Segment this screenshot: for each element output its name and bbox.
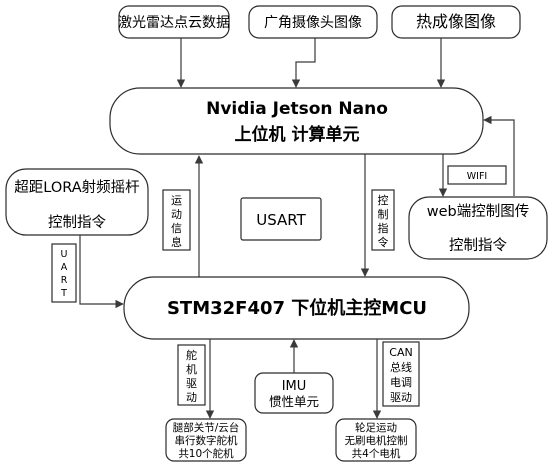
mcu-label: STM32F407 下位机主控MCU bbox=[167, 297, 427, 319]
can-line-2: 总线 bbox=[390, 360, 412, 374]
wheels-line-3: 共4个电机 bbox=[352, 447, 401, 460]
servo-drive-label-box: 舵 机 驱 动 bbox=[177, 344, 206, 406]
control-cmd-char-4: 令 bbox=[378, 235, 389, 249]
lidar-box: 激光雷达点云数据 bbox=[118, 5, 230, 39]
control-cmd-char-1: 控 bbox=[378, 193, 389, 207]
uart-char-4: T bbox=[60, 288, 67, 299]
servo-drive-char-2: 机 bbox=[186, 362, 197, 376]
wifi-label-box: WIFI bbox=[447, 165, 507, 185]
motion-info-char-2: 动 bbox=[171, 208, 182, 221]
jetson-box: Nvidia Jetson Nano 上位机 计算单元 bbox=[109, 87, 484, 155]
motion-info-char-1: 运 bbox=[171, 194, 182, 207]
motion-info-char-4: 息 bbox=[171, 235, 182, 249]
thermal-label: 热成像图像 bbox=[416, 12, 496, 31]
legs-line-3: 共10个舵机 bbox=[178, 447, 234, 460]
arrow-web-to-jetson bbox=[483, 115, 515, 196]
web-control-label: web端控制图传 bbox=[427, 203, 529, 220]
jetson-subtitle: 上位机 计算单元 bbox=[235, 124, 360, 145]
servo-drive-char-1: 舵 bbox=[186, 348, 197, 362]
usart-label: USART bbox=[256, 211, 306, 229]
can-label-box: CAN 总线 电调 驱动 bbox=[382, 341, 420, 407]
servo-drive-char-4: 动 bbox=[186, 391, 197, 404]
wheels-line-2: 无刷电机控制 bbox=[345, 434, 408, 447]
web-control-box: web端控制图传 控制指令 bbox=[408, 196, 548, 260]
can-line-1: CAN bbox=[389, 346, 412, 359]
camera-label: 广角摄像头图像 bbox=[264, 15, 362, 31]
servo-drive-char-3: 驱 bbox=[186, 377, 197, 390]
thermal-box: 热成像图像 bbox=[391, 5, 521, 39]
control-cmd-char-2: 制 bbox=[378, 208, 389, 221]
imu-label: IMU bbox=[282, 379, 307, 394]
mcu-box: STM32F407 下位机主控MCU bbox=[123, 276, 470, 340]
uart-char-2: A bbox=[61, 262, 68, 273]
lora-label: 超距LORA射频摇杆 bbox=[14, 179, 139, 196]
motion-info-label-box: 运 动 信 息 bbox=[162, 189, 191, 251]
usart-box: USART bbox=[240, 197, 322, 241]
wheels-motor-box: 轮足运动 无刷电机控制 共4个电机 bbox=[335, 418, 417, 462]
jetson-title: Nvidia Jetson Nano bbox=[206, 99, 388, 119]
legs-line-2: 串行数字舵机 bbox=[175, 434, 238, 447]
motion-info-char-3: 信 bbox=[171, 222, 182, 235]
can-line-4: 驱动 bbox=[390, 391, 412, 404]
arrow-camera-to-jetson bbox=[291, 38, 316, 88]
arrow-lora-to-mcu bbox=[79, 235, 124, 309]
legs-line-1: 腿部关节/云台 bbox=[173, 421, 240, 434]
lidar-label: 激光雷达点云数据 bbox=[118, 14, 230, 31]
lora-box: 超距LORA射频摇杆 控制指令 bbox=[5, 168, 149, 236]
can-line-3: 电调 bbox=[390, 376, 412, 389]
imu-subtitle: 惯性单元 bbox=[269, 394, 319, 409]
control-cmd-char-3: 指 bbox=[378, 221, 389, 235]
uart-char-1: U bbox=[61, 249, 68, 260]
imu-box: IMU 惯性单元 bbox=[254, 372, 334, 414]
lora-control-label: 控制指令 bbox=[48, 214, 106, 231]
legs-servo-box: 腿部关节/云台 串行数字舵机 共10个舵机 bbox=[165, 418, 247, 462]
uart-char-3: R bbox=[61, 275, 68, 286]
web-control-cmd-label: 控制指令 bbox=[449, 237, 507, 254]
camera-box: 广角摄像头图像 bbox=[248, 5, 378, 39]
uart-label-box: U A R T bbox=[51, 243, 77, 303]
control-cmd-label-box: 控 制 指 令 bbox=[371, 189, 395, 251]
wheels-line-1: 轮足运动 bbox=[355, 421, 397, 434]
wifi-label: WIFI bbox=[467, 171, 487, 182]
